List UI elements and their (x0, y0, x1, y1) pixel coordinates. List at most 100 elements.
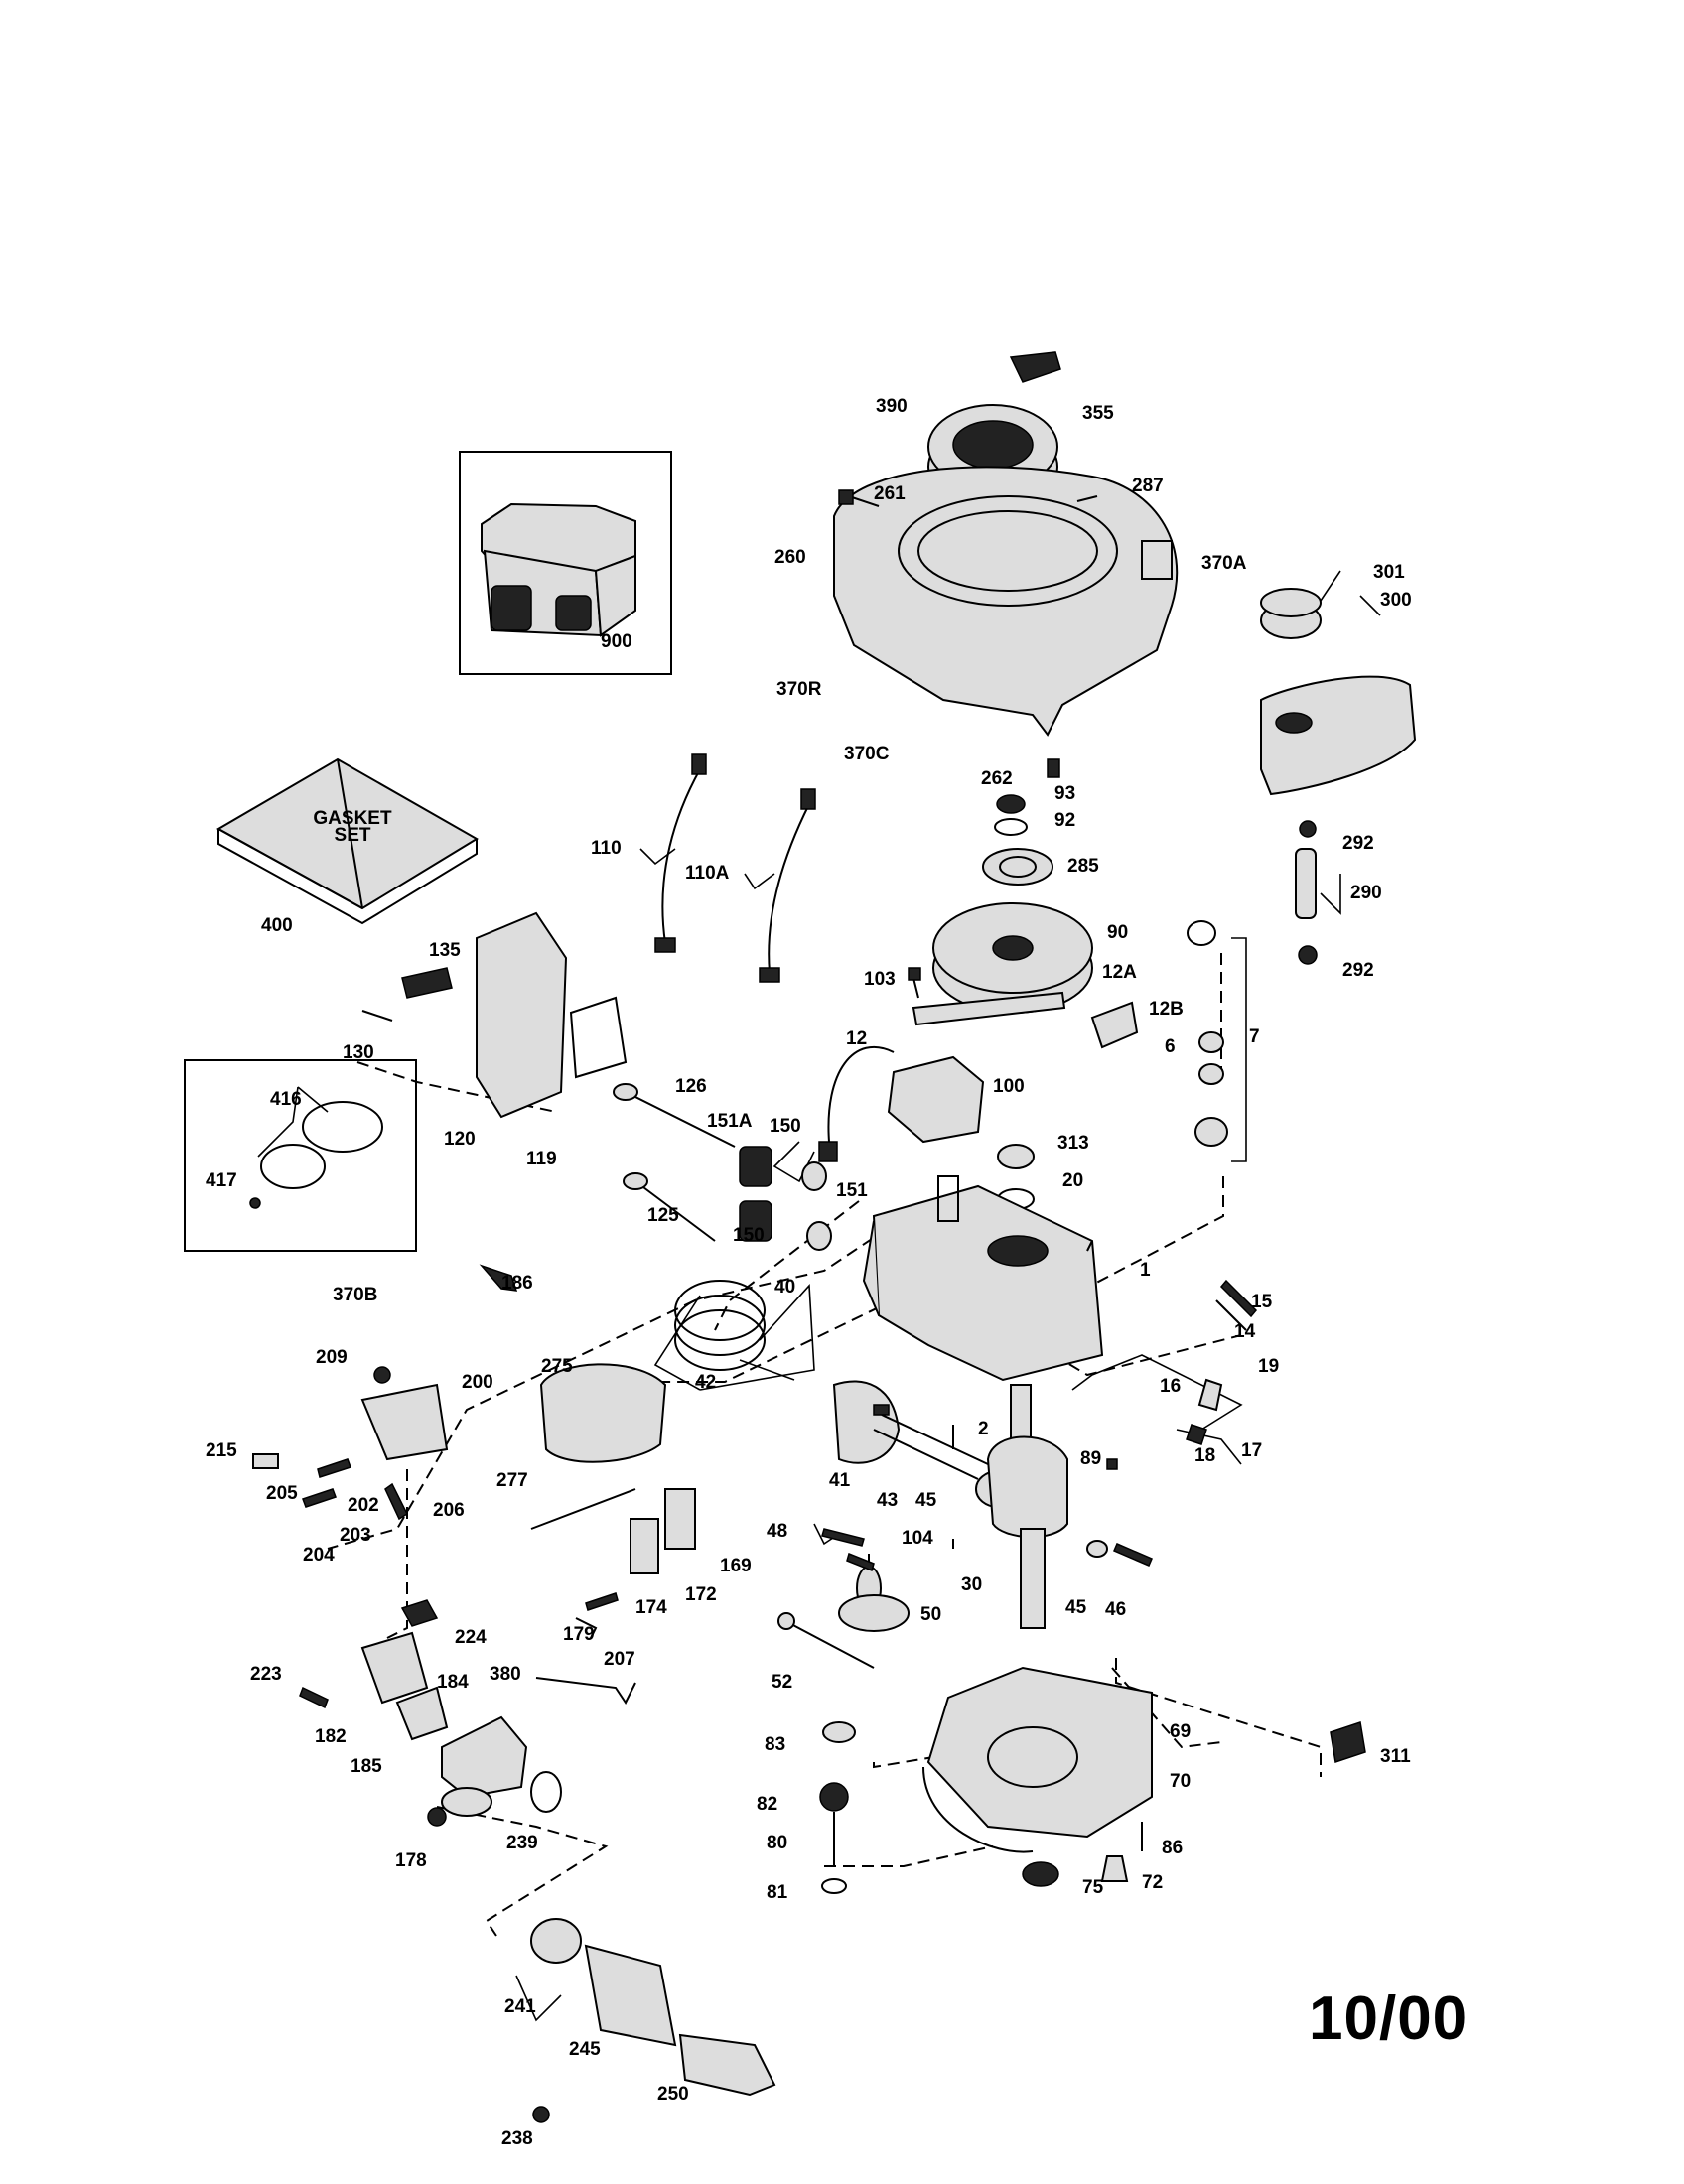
callout-72: 72 (1142, 1872, 1163, 1893)
callout-275: 275 (541, 1356, 573, 1377)
callout-205: 205 (266, 1483, 298, 1504)
callout-120: 120 (444, 1129, 476, 1150)
callout-104: 104 (902, 1528, 933, 1549)
callout-206: 206 (433, 1500, 465, 1521)
callout-90: 90 (1107, 922, 1128, 943)
callout-93: 93 (1054, 783, 1075, 804)
callout-261: 261 (874, 483, 906, 504)
callout-370c: 370C (844, 744, 890, 764)
callout-900: 900 (601, 631, 632, 652)
callout-16: 16 (1160, 1376, 1181, 1397)
ignition-leads-icon (654, 753, 816, 983)
fuel-tank-icon (1260, 588, 1417, 796)
callout-241: 241 (504, 1996, 536, 2017)
piston-rings-icon (674, 1280, 766, 1371)
callout-14: 14 (1234, 1321, 1256, 1342)
callout-12b: 12B (1149, 999, 1184, 1020)
callout-151: 151 (836, 1180, 868, 1201)
callout-186: 186 (501, 1273, 533, 1294)
callout-207: 207 (604, 1649, 635, 1670)
callout-390: 390 (876, 396, 908, 417)
callout-200: 200 (462, 1372, 493, 1393)
callout-300: 300 (1380, 590, 1412, 611)
gasket-set-icon: GASKET SET (215, 757, 479, 925)
callout-labels: 390 355 261 287 370A 260 30 1 300 370R 37… (206, 396, 1412, 2149)
callout-83: 83 (765, 1734, 785, 1755)
callout-203: 203 (340, 1525, 371, 1546)
callout-30: 30 (961, 1574, 982, 1595)
callout-292-bottom: 292 (1342, 960, 1374, 981)
callout-17: 17 (1241, 1440, 1262, 1461)
callout-89: 89 (1080, 1448, 1101, 1469)
callout-277: 277 (496, 1470, 528, 1491)
callout-290: 290 (1350, 883, 1382, 903)
callout-238: 238 (501, 2128, 533, 2149)
callout-416: 416 (270, 1089, 302, 1110)
muffler-icon (530, 1363, 667, 1530)
callout-48: 48 (767, 1521, 787, 1542)
callout-150-bottom: 150 (733, 1225, 765, 1246)
callout-20: 20 (1062, 1170, 1083, 1191)
callout-50: 50 (920, 1604, 941, 1625)
callout-204: 204 (303, 1545, 335, 1566)
callout-15: 15 (1251, 1292, 1273, 1312)
callout-370a: 370A (1201, 553, 1247, 574)
gasket-set-line2: SET (335, 825, 371, 846)
callout-287: 287 (1132, 476, 1164, 496)
callout-80: 80 (767, 1833, 787, 1853)
callout-150-top: 150 (770, 1116, 801, 1137)
callout-40: 40 (774, 1277, 795, 1297)
callout-311: 311 (1380, 1746, 1411, 1767)
valve-train-icon (613, 1083, 832, 1251)
decal-icon (249, 1101, 383, 1209)
callout-126: 126 (675, 1076, 707, 1097)
callout-18: 18 (1194, 1445, 1215, 1466)
callout-43: 43 (877, 1490, 898, 1511)
callout-370r: 370R (776, 679, 822, 700)
callout-355: 355 (1082, 403, 1114, 424)
governor-bracket-icon (252, 1366, 449, 1521)
callout-174: 174 (635, 1597, 667, 1618)
callout-292-top: 292 (1342, 833, 1374, 854)
callout-260: 260 (774, 547, 806, 568)
callout-45-bolt: 45 (1065, 1597, 1087, 1618)
air-filter-icon (530, 1918, 776, 2123)
callout-110: 110 (591, 838, 622, 859)
callout-12a: 12A (1102, 962, 1137, 983)
callout-285: 285 (1067, 856, 1099, 877)
callout-12: 12 (846, 1028, 867, 1049)
callout-184: 184 (437, 1672, 469, 1693)
decal-inset-frame (184, 1059, 417, 1252)
callout-69: 69 (1170, 1721, 1191, 1742)
callout-245: 245 (569, 2039, 601, 2060)
ignition-module-icon (818, 1045, 985, 1162)
oil-pump-parts-icon (819, 1721, 856, 1894)
callout-169: 169 (720, 1556, 752, 1576)
callout-172: 172 (685, 1584, 717, 1605)
callout-6: 6 (1165, 1036, 1176, 1057)
callout-103: 103 (864, 969, 896, 990)
callout-125: 125 (647, 1205, 679, 1226)
callout-119: 119 (526, 1149, 557, 1169)
callout-82: 82 (757, 1794, 777, 1815)
cover-fasteners-icon (1022, 1721, 1366, 1887)
exhaust-gaskets-icon (630, 1488, 696, 1574)
callout-1: 1 (1140, 1260, 1151, 1281)
callout-215: 215 (206, 1440, 237, 1461)
callout-262: 262 (981, 768, 1013, 789)
flywheel-hub-parts-icon (982, 794, 1053, 886)
gasket-set-line1: GASKET (313, 808, 392, 829)
callout-130: 130 (343, 1042, 374, 1063)
callout-400: 400 (261, 915, 293, 936)
callout-185: 185 (351, 1756, 382, 1777)
callout-52: 52 (772, 1672, 792, 1693)
blower-housing-icon (833, 466, 1179, 737)
callout-380: 380 (490, 1664, 521, 1685)
breather-tube-icon (912, 920, 1228, 1147)
callout-110a: 110A (685, 863, 730, 884)
callout-86: 86 (1162, 1838, 1183, 1858)
cylinder-block-icon (862, 1175, 1104, 1382)
crankcase-cover-icon (922, 1666, 1153, 1853)
callout-41: 41 (829, 1470, 851, 1491)
